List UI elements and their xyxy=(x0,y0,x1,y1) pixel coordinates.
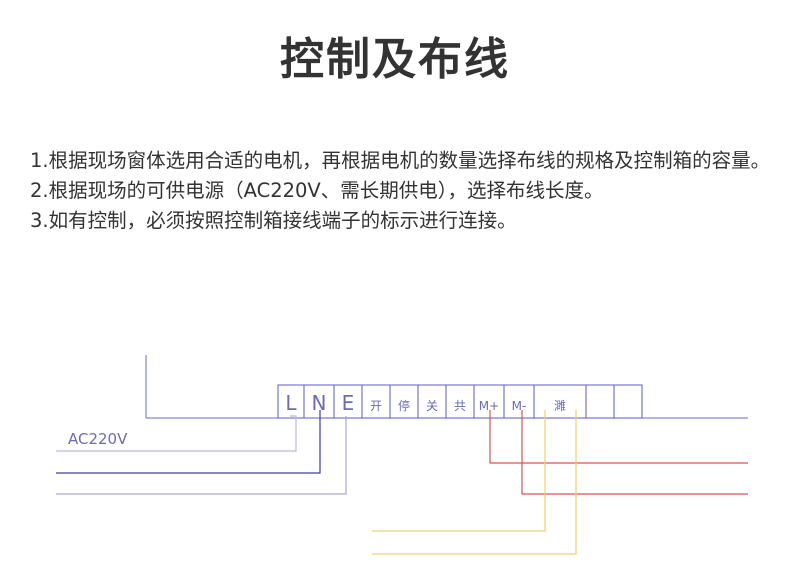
terminal-label: E xyxy=(342,391,355,415)
terminal-label: 关 xyxy=(426,399,438,413)
wire-signal-2 xyxy=(372,410,577,555)
terminal-label: L xyxy=(285,391,297,415)
terminal-label: M+ xyxy=(479,399,499,413)
motor-wires xyxy=(489,410,748,495)
control-box-frame xyxy=(145,355,748,419)
terminal-strip-outline xyxy=(277,384,643,419)
terminal-label: 开 xyxy=(370,399,382,413)
wire-l xyxy=(56,415,297,452)
power-label: AC220V xyxy=(68,430,128,448)
power-wires xyxy=(56,410,347,495)
terminal-label: 停 xyxy=(398,398,410,413)
page-title: 控制及布线 xyxy=(280,34,510,85)
signal-wires xyxy=(372,410,577,555)
instruction-item-3: 3.如有控制，必须按照控制箱接线端子的标示进行连接。 xyxy=(30,209,517,232)
terminal-label: N xyxy=(312,391,327,415)
instruction-list: 1.根据现场窗体选用合适的电机，再根据电机的数量选择布线的规格及控制箱的容量。 … xyxy=(30,146,775,236)
instruction-item-2: 2.根据现场的可供电源（AC220V、需长期供电），选择布线长度。 xyxy=(30,179,604,202)
terminal-label: 濉 xyxy=(554,398,566,413)
wire-m-minus xyxy=(521,410,748,495)
wire-n xyxy=(56,410,321,474)
wire-m-plus xyxy=(489,410,748,464)
wire-signal-1 xyxy=(372,410,546,532)
wire-e xyxy=(56,416,347,495)
terminal-label: M- xyxy=(512,399,527,413)
instruction-item-1: 1.根据现场窗体选用合适的电机，再根据电机的数量选择布线的规格及控制箱的容量。 xyxy=(30,149,771,172)
terminal-label: 共 xyxy=(454,399,466,413)
